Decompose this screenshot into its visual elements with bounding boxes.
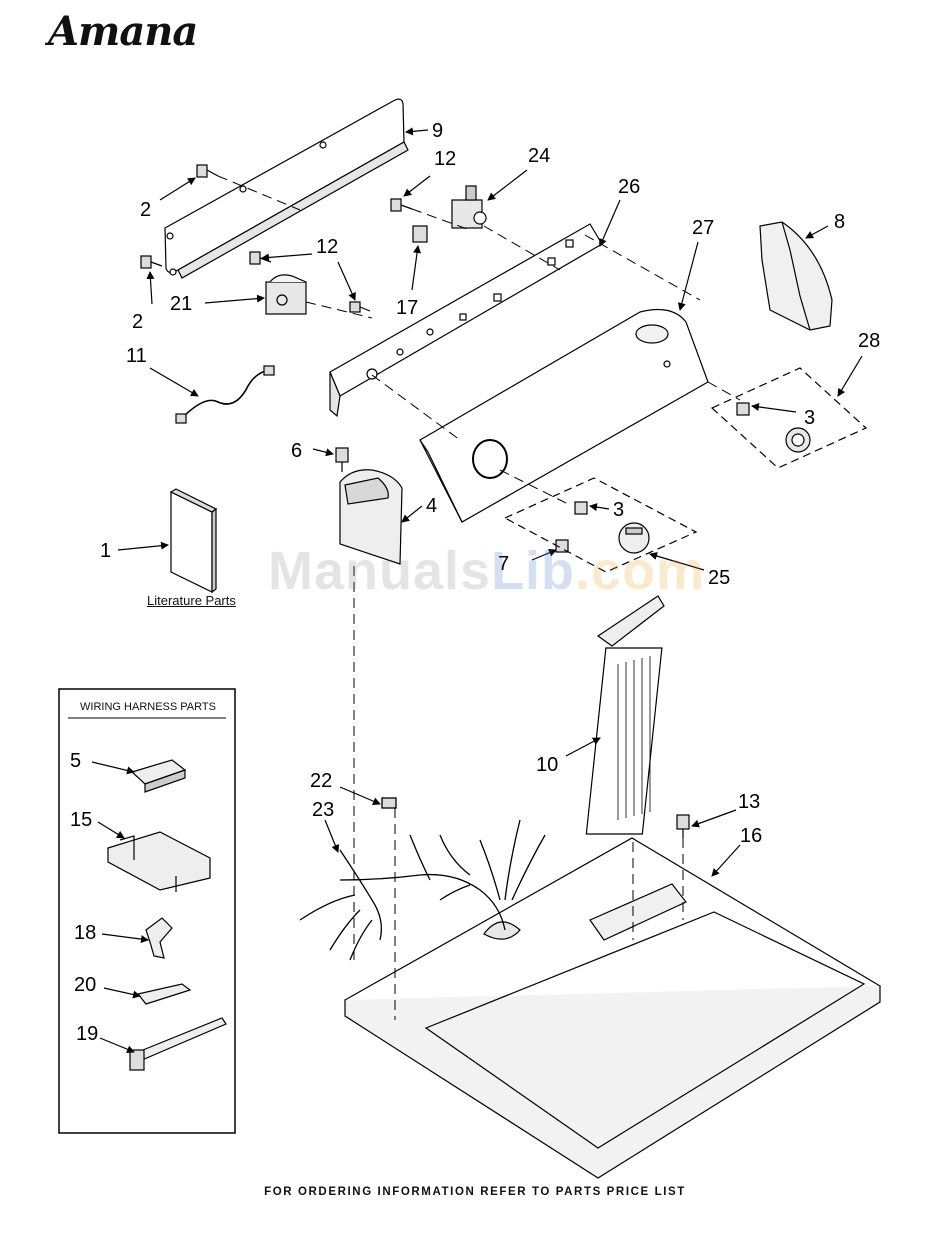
callout-label: 2 — [140, 199, 151, 221]
knob-kit-box — [505, 478, 696, 572]
control-panel-part — [420, 310, 708, 522]
literature-parts-label: Literature Parts — [147, 593, 236, 608]
callout-label: 8 — [834, 211, 845, 233]
timer-part — [266, 275, 306, 314]
literature-part — [171, 489, 216, 592]
rear-bracket-part — [165, 99, 404, 272]
screw-part — [197, 165, 218, 177]
callout-label: 5 — [70, 750, 81, 772]
cable-tie-part — [130, 1018, 226, 1070]
callout-label: 2 — [132, 311, 143, 333]
callout-label: 11 — [126, 345, 147, 367]
terminal-housing-part — [132, 760, 185, 792]
knob-spacer-part — [737, 403, 749, 415]
knob-kit-box — [712, 368, 866, 468]
footer-note: FOR ORDERING INFORMATION REFER TO PARTS … — [0, 1186, 950, 1198]
callout-label: 26 — [618, 176, 640, 198]
screw-part — [391, 199, 412, 211]
callout-label: 4 — [426, 495, 437, 517]
callout-label: 15 — [70, 809, 92, 831]
callout-label: 27 — [692, 217, 714, 239]
clip-part — [146, 918, 172, 958]
lint-filter-part — [586, 596, 664, 834]
callout-label: 24 — [528, 145, 550, 167]
callout-label: 17 — [396, 297, 418, 319]
callout-label: 12 — [434, 148, 456, 170]
callout-label: 3 — [804, 407, 815, 429]
wiring-harness-parts-title: WIRING HARNESS PARTS — [60, 701, 236, 713]
connector-part — [413, 226, 427, 242]
callout-label: 20 — [74, 974, 96, 996]
callout-label: 6 — [291, 440, 302, 462]
screw-part — [350, 302, 370, 312]
callout-label: 1 — [100, 540, 111, 562]
screw-part — [336, 448, 348, 472]
callout-label: 3 — [613, 499, 624, 521]
callout-label: 19 — [76, 1023, 98, 1045]
switch-part — [452, 186, 486, 228]
callout-label: 12 — [316, 236, 338, 258]
screw-part — [677, 815, 689, 838]
callout-label: 23 — [312, 799, 334, 821]
callout-label: 25 — [708, 567, 730, 589]
connector-block-part — [108, 832, 210, 892]
top-panel-part — [345, 838, 880, 1178]
callout-label: 22 — [310, 770, 332, 792]
callout-label: 16 — [740, 825, 762, 847]
wiring-harness-parts-box — [59, 689, 235, 1133]
callout-label: 13 — [738, 791, 760, 813]
callout-label: 10 — [536, 754, 558, 776]
terminal-part — [138, 984, 190, 1004]
callout-label: 21 — [170, 293, 192, 315]
callout-label: 7 — [498, 553, 509, 575]
callout-label: 9 — [432, 120, 443, 142]
callout-label: 28 — [858, 330, 880, 352]
callout-label: 18 — [74, 922, 96, 944]
screw-part — [141, 256, 162, 268]
